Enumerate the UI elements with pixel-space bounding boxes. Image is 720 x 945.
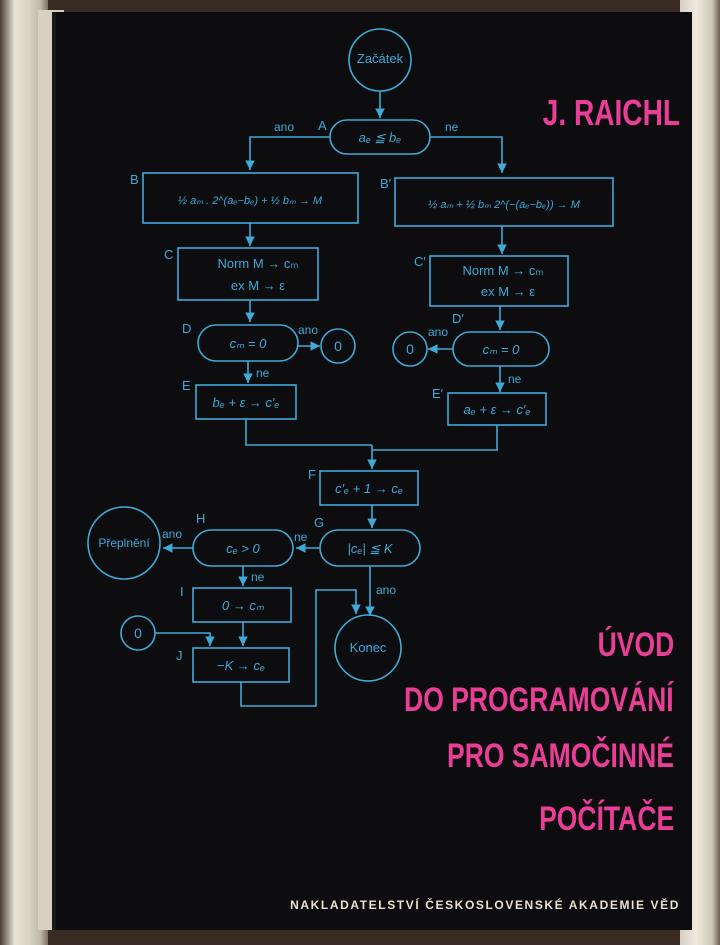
box-b-text: ½ aₘ . 2^(aₑ−bₑ) + ½ bₘ → M (178, 195, 323, 207)
label-c: C (164, 247, 173, 262)
condition-g-text: |cₑ| ≦ K (347, 541, 393, 556)
box-j-text: −K → cₑ (217, 658, 265, 673)
zero-node-d (320, 328, 356, 364)
title-line-1: ÚVOD (597, 626, 674, 664)
end-node (334, 614, 402, 682)
no-label-g: ne (294, 530, 308, 544)
box-c-prime-line2: ex M → ε (481, 284, 535, 299)
overflow-node (87, 506, 161, 580)
box-e-prime-text: aₑ + ε → c′ₑ (464, 402, 531, 417)
no-label-d-prime: ne (508, 372, 522, 386)
label-d: D (182, 321, 191, 336)
yes-label-h: ano (162, 527, 182, 541)
box-i (192, 587, 292, 623)
label-h: H (196, 511, 205, 526)
label-c-prime: C′ (414, 254, 426, 269)
label-e: E (182, 378, 191, 393)
box-f-text: c′ₑ + 1 → cₑ (335, 481, 403, 496)
end-label: Konec (350, 640, 387, 655)
label-i: I (180, 584, 184, 599)
label-a: A (318, 118, 327, 133)
label-e-prime: E′ (432, 386, 444, 401)
condition-d-prime-text: cₘ = 0 (483, 342, 520, 357)
yes-label-d: ano (298, 323, 318, 337)
zero-d: 0 (334, 338, 342, 354)
no-label-h: ne (251, 570, 265, 584)
condition-h-text: cₑ > 0 (226, 541, 260, 556)
box-c-prime (429, 255, 569, 307)
zero-node-d-prime (392, 331, 428, 367)
box-f (319, 470, 419, 506)
condition-a-text: aₑ ≦ bₑ (359, 130, 402, 145)
label-g: G (314, 515, 324, 530)
title-line-4: POČÍTAČE (538, 800, 674, 838)
box-b-prime (394, 177, 614, 227)
start-label: Začátek (357, 51, 404, 66)
publisher-name: NAKLADATELSTVÍ ČESKOSLOVENSKÉ AKADEMIE V… (290, 898, 680, 912)
no-label-d: ne (256, 366, 270, 380)
box-b-prime-text: ½ aₘ + ½ bₘ 2^(−(aₑ−bₑ)) → M (428, 199, 581, 211)
box-i-text: 0 → cₘ (222, 598, 265, 613)
no-label: ne (445, 120, 459, 134)
author-name: J. RAICHL (542, 92, 680, 133)
label-j: J (176, 648, 183, 663)
yes-label-g: ano (376, 583, 396, 597)
label-b-prime: B′ (380, 176, 392, 191)
yes-label-d-prime: ano (428, 325, 448, 339)
zero-j: 0 (134, 625, 142, 641)
label-b: B (130, 172, 139, 187)
box-c-line1: Norm M → cₘ (217, 256, 298, 271)
yes-label: ano (274, 120, 294, 134)
label-d-prime: D′ (452, 311, 464, 326)
overflow-label: Přeplnění (98, 536, 150, 550)
box-c-prime-line1: Norm M → cₘ (462, 263, 543, 278)
condition-d-text: cₘ = 0 (230, 336, 267, 351)
zero-d-prime: 0 (406, 341, 414, 357)
box-c-line2: ex M → ε (231, 278, 285, 293)
label-f: F (308, 467, 316, 482)
title-line-2: DO PROGRAMOVÁNÍ (404, 681, 674, 719)
box-e-text: bₑ + ε → c′ₑ (213, 395, 280, 410)
box-c (177, 247, 319, 301)
title-line-3: PRO SAMOČINNÉ (447, 737, 674, 775)
